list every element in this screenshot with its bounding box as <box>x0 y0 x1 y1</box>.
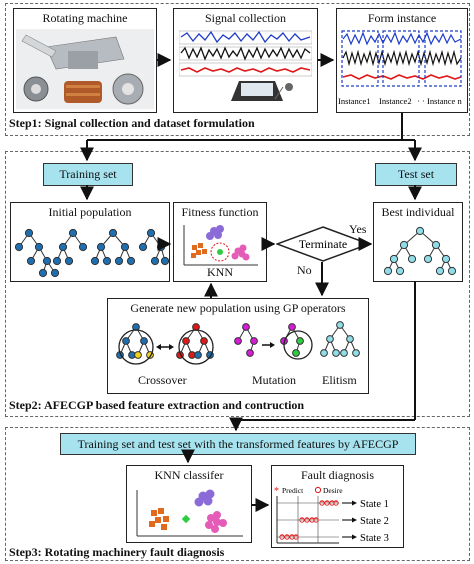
best-individual-tree <box>383 226 457 276</box>
signal-collection-title: Signal collection <box>205 11 286 25</box>
svg-text:*: * <box>325 499 329 507</box>
crossover-label: Crossover <box>138 373 187 387</box>
test-set-box: Test set <box>375 163 457 186</box>
fault-diagnosis-box: Fault diagnosis * Predict Desire **** **… <box>271 465 404 548</box>
knn-scatter-icon <box>183 225 258 266</box>
instance-waveforms <box>341 30 462 87</box>
form-instance-box: Form instance Instance1 Instance2 · · · … <box>336 8 468 113</box>
best-individual-box: Best individual <box>373 202 463 282</box>
step1-section <box>5 3 470 136</box>
elitism-label: Elitism <box>322 373 357 387</box>
step2-section <box>5 151 470 417</box>
svg-text:*: * <box>330 499 334 507</box>
step1-label: Step1: Signal collection and dataset for… <box>9 116 255 130</box>
fault-diagnosis-title: Fault diagnosis <box>300 468 374 482</box>
state-arrows: State 1 State 2 State 3 <box>342 499 389 544</box>
svg-text:*: * <box>320 499 324 507</box>
step2-label: Step2: AFECGP based feature extraction a… <box>9 398 305 412</box>
predict-label: Predict <box>282 486 304 495</box>
initial-population-box: Initial population <box>10 202 170 282</box>
yes-label: Yes <box>349 222 367 236</box>
svg-text:*: * <box>334 499 338 507</box>
gp-operators-icons <box>116 321 360 365</box>
knn-classifier-box: KNN classifer <box>126 465 252 543</box>
rotating-machine-image <box>16 29 154 109</box>
svg-text:*: * <box>310 516 314 524</box>
svg-text:*: * <box>305 516 309 524</box>
svg-text:*: * <box>285 533 289 541</box>
instance-1-label: Instance1 <box>338 96 371 106</box>
mutation-label: Mutation <box>252 373 296 387</box>
no-label: No <box>297 263 312 277</box>
state-1-label: State 1 <box>360 499 389 510</box>
knn-label: KNN <box>207 265 233 279</box>
terminate-label: Terminate <box>299 237 347 251</box>
state-2-label: State 2 <box>360 516 389 527</box>
state-3-label: State 3 <box>360 533 389 544</box>
fault-diagnosis-legend: * Predict Desire <box>274 486 343 496</box>
initial-population-title: Initial population <box>48 205 132 219</box>
svg-text:*: * <box>314 516 318 524</box>
best-individual-title: Best individual <box>381 205 455 219</box>
svg-text:*: * <box>290 533 294 541</box>
instance-dots: · · · <box>417 96 430 106</box>
terminate-diamond: Terminate <box>276 226 370 262</box>
generate-population-box: Generate new population using GP operato… <box>107 298 369 394</box>
generate-population-title: Generate new population using GP operato… <box>130 301 346 315</box>
desire-label: Desire <box>323 486 343 495</box>
signal-collection-box: Signal collection <box>173 8 318 113</box>
instance-2-label: Instance2 <box>379 96 412 106</box>
training-set-box: Training set <box>43 163 133 186</box>
instance-n-label: Instance n <box>427 96 462 106</box>
step3-label: Step3: Rotating machinery fault diagnosi… <box>9 545 225 559</box>
svg-text:*: * <box>300 516 304 524</box>
signal-waveforms <box>179 30 312 101</box>
rotating-machine-box: Rotating machine <box>13 8 157 113</box>
initial-population-trees <box>14 228 169 278</box>
form-instance-title: Form instance <box>367 11 437 25</box>
fitness-function-title: Fitness function <box>181 205 259 219</box>
fault-diagnosis-chart: **** **** **** <box>276 496 339 544</box>
instance-labels: Instance1 Instance2 · · · Instance n <box>338 96 462 106</box>
svg-text:*: * <box>294 533 298 541</box>
knn-classifier-title: KNN classifer <box>154 468 224 482</box>
svg-text:*: * <box>280 533 284 541</box>
transformed-features-banner: Training set and test set with the trans… <box>60 433 416 455</box>
svg-text:*: * <box>274 486 279 496</box>
knn-classifier-scatter <box>136 489 243 537</box>
rotating-machine-title: Rotating machine <box>42 11 128 25</box>
